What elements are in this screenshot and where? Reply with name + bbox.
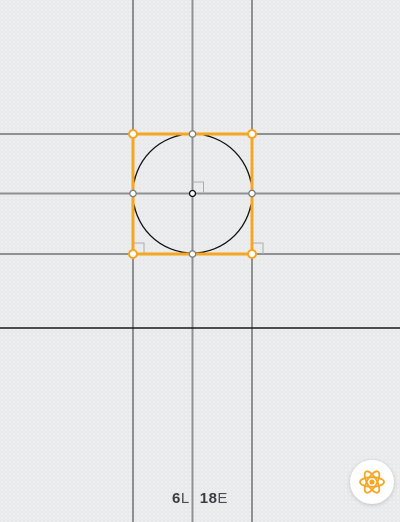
hint-button[interactable] <box>350 460 394 504</box>
tangent-point-top[interactable] <box>188 130 197 138</box>
circle-center-point[interactable] <box>188 189 197 198</box>
move-counter: 6L 18E <box>0 490 400 507</box>
right-angle-marker-bottom-left <box>133 242 145 254</box>
square-corner-point[interactable] <box>128 129 138 139</box>
atom-icon <box>359 470 385 494</box>
lines-unit: L <box>180 490 190 507</box>
square-corner-point[interactable] <box>247 249 257 259</box>
elements-count: 18 <box>199 490 218 507</box>
square-corner-point[interactable] <box>247 129 257 139</box>
square-corner-point[interactable] <box>128 249 138 259</box>
lines-count: 6 <box>172 490 181 507</box>
right-angle-marker-bottom-right <box>252 242 264 254</box>
tangent-point-right[interactable] <box>248 189 256 198</box>
right-angle-marker-center <box>192 181 204 194</box>
tangent-point-left[interactable] <box>129 189 137 198</box>
elements-unit: E <box>217 490 228 507</box>
tangent-point-bottom[interactable] <box>188 250 197 258</box>
